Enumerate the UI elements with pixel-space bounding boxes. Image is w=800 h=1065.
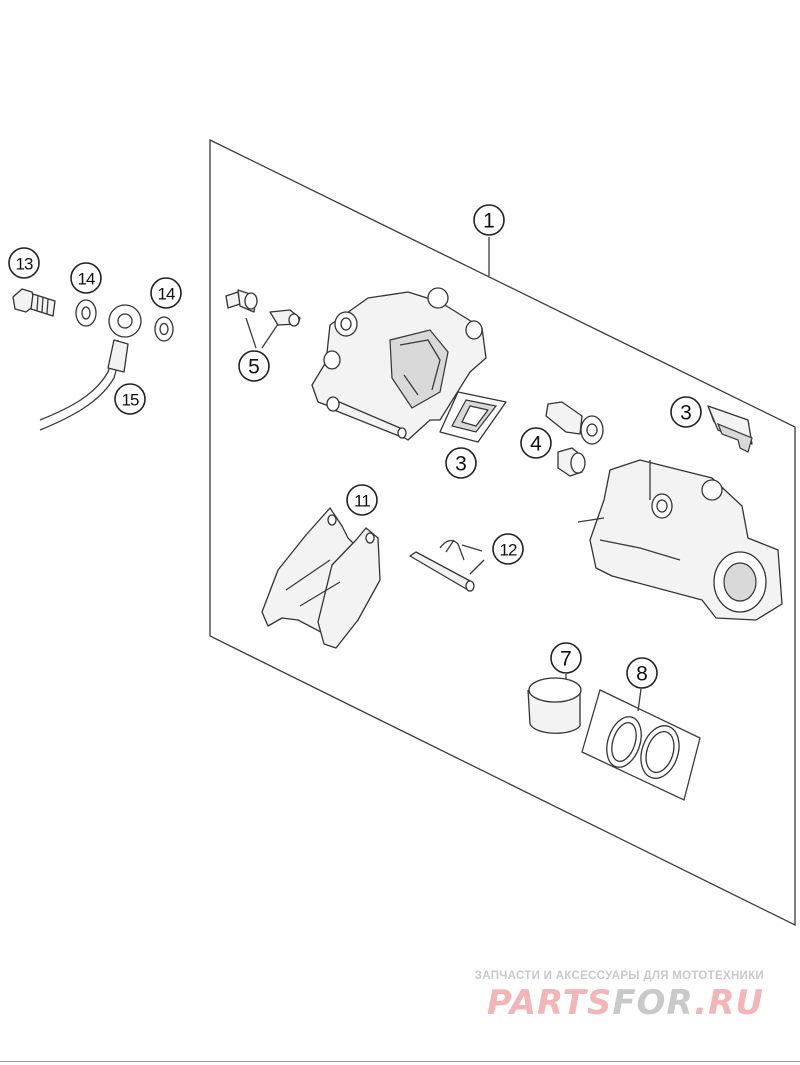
callout-label: 13 [16, 255, 33, 274]
brand-part-parts: PARTS [486, 983, 613, 1023]
callout-4: 4 [520, 427, 552, 459]
pad-spring-center [439, 391, 507, 443]
callout-7: 7 [550, 642, 582, 674]
sealing-washer-left [75, 299, 97, 327]
callout-5: 5 [238, 350, 270, 382]
watermark-brand: PARTSFOR.RU [475, 984, 764, 1022]
watermark-tagline: ЗАПЧАСТИ И АКСЕССУАРЫ ДЛЯ МОТОТЕХНИКИ [474, 970, 764, 982]
callout-13: 13 [8, 247, 40, 279]
bottom-divider [0, 1061, 800, 1062]
callout-label: 3 [680, 402, 692, 425]
leader-lines [245, 237, 642, 712]
callout-label: 3 [455, 453, 467, 476]
callout-14-left: 14 [70, 262, 102, 294]
callout-label: 14 [78, 270, 95, 289]
callout-label: 5 [248, 356, 260, 379]
brake-line [39, 304, 142, 431]
brand-part-for: FOR [612, 983, 695, 1023]
callout-label: 7 [560, 648, 572, 671]
seal-kit [581, 689, 701, 801]
callout-label: 15 [122, 391, 139, 410]
callout-12: 12 [492, 533, 524, 565]
callout-8: 8 [626, 657, 658, 689]
watermark-logo: ЗАПЧАСТИ И АКСЕССУАРЫ ДЛЯ МОТОТЕХНИКИ PA… [475, 970, 764, 1022]
callout-label: 11 [354, 492, 370, 511]
callout-14-right: 14 [150, 277, 182, 309]
callout-11: 11 [346, 484, 378, 516]
callout-label: 12 [500, 541, 517, 560]
callout-label: 4 [530, 433, 542, 456]
caliper-piston [527, 677, 582, 734]
callout-3-center: 3 [445, 447, 477, 479]
sealing-washer-right [154, 316, 174, 342]
caliper-support-bracket [577, 459, 783, 621]
banjo-bolt [12, 288, 56, 317]
brand-part-ru: .RU [694, 983, 764, 1023]
pad-spring-right [707, 405, 753, 453]
brake-pads [261, 507, 381, 649]
callout-label: 14 [158, 285, 175, 304]
bleed-valve-right [269, 309, 301, 327]
guide-pin-sleeve-upper [545, 401, 604, 445]
callout-3-right: 3 [670, 396, 702, 428]
caliper-body [311, 287, 487, 441]
pad-pin [409, 539, 475, 592]
callout-15: 15 [114, 383, 146, 415]
assembly-frame [209, 138, 796, 927]
callout-label: 1 [483, 210, 495, 233]
callout-label: 8 [636, 663, 648, 686]
bleed-valve-left [225, 289, 258, 313]
callout-1: 1 [473, 204, 505, 236]
guide-pin-sleeve-lower [557, 447, 586, 477]
